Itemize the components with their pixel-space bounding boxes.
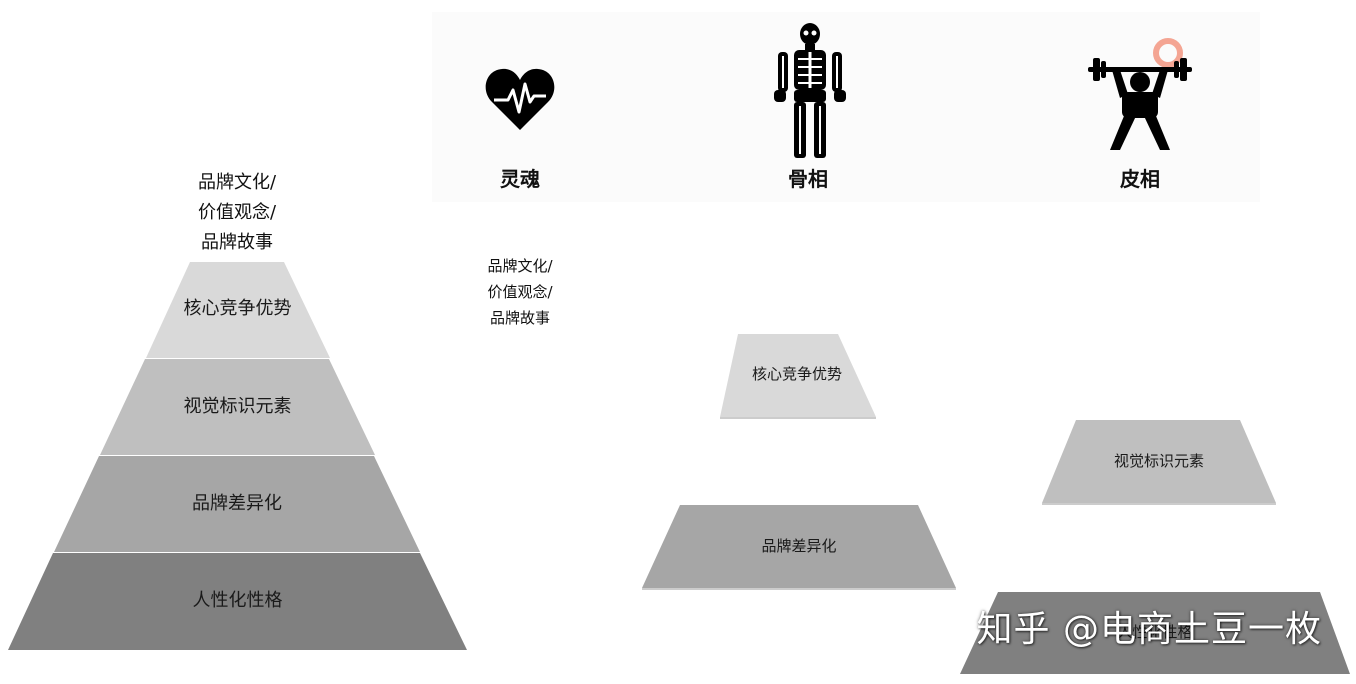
pillar-label-skin: 皮相 [1120,167,1160,191]
exploded-caption-line: 品牌文化/ [487,257,553,275]
exploded-tier-personality [960,592,1350,674]
pyramid-tier-personality-label: 人性化性格 [192,590,283,611]
pyramid-shapes [8,262,467,650]
pyramid-top-caption: 品牌文化/ 价值观念/ 品牌故事 [162,168,312,258]
pyramid-tier-differentiation-label: 品牌差异化 [192,493,282,514]
pyramid-tier-differentiation [54,456,420,552]
pyramid-caption-line: 品牌文化/ [197,172,277,193]
pyramid-caption-line: 品牌故事 [201,232,273,253]
exploded-shapes [642,334,1350,674]
exploded-tier-core [720,334,876,417]
pyramid-tier-core-label: 核心竞争优势 [150,278,325,340]
tier-core-text: 核心竞争优势 [183,298,292,319]
pyramid-tier-core [146,262,330,358]
skeleton-icon [774,23,846,158]
pyramid-caption-line: 价值观念/ [197,202,277,223]
pillar-label-bone: 骨相 [788,167,828,191]
exploded-personality-label: 人性化性格 [1117,623,1193,641]
pyramid-tier-visual-label: 视觉标识元素 [183,396,292,417]
pyramid-tier-personality [8,553,467,650]
exploded-core-label: 核心竞争优势 [751,365,842,383]
exploded-differentiation-label: 品牌差异化 [761,537,837,555]
exploded-caption-line: 价值观念/ [487,283,553,301]
exploded-tier-visual [1042,420,1276,503]
pillar-label-soul: 灵魂 [500,167,540,191]
exploded-caption: 品牌文化/ 价值观念/ 品牌故事 [472,253,568,331]
watermark: 知乎 @电商土豆一枚 [976,609,1322,650]
weightlifter-icon [1088,38,1192,150]
exploded-tier-differentiation [642,505,956,588]
pyramid-tier-visual [100,359,375,455]
heart-pulse-icon [485,68,555,130]
exploded-visual-label: 视觉标识元素 [1113,452,1204,470]
exploded-caption-line: 品牌故事 [489,309,550,327]
